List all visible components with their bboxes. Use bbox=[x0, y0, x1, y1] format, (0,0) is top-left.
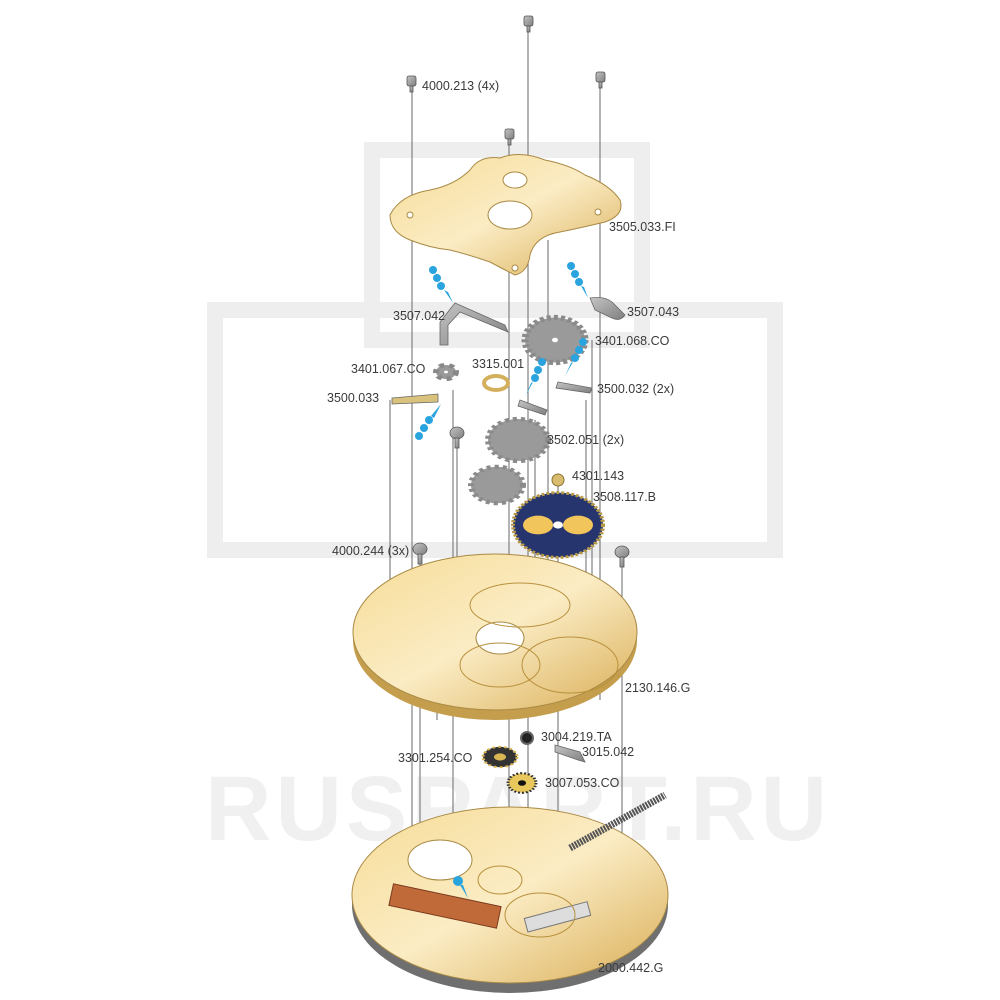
part-label: 3507.042 bbox=[393, 309, 445, 323]
part-label: 2000.442.G bbox=[598, 961, 663, 975]
coil bbox=[388, 883, 502, 929]
screw-icon bbox=[614, 545, 630, 568]
watermark-frame bbox=[207, 142, 783, 558]
lever-parts bbox=[391, 297, 626, 763]
gear-3502-051-b bbox=[468, 464, 526, 506]
main-plate bbox=[351, 791, 669, 993]
lever-3500-032b bbox=[517, 399, 548, 416]
wheel-3007-053 bbox=[506, 772, 538, 794]
oil-drop-icons bbox=[415, 262, 588, 898]
part-label: 3508.117.B bbox=[593, 490, 656, 504]
part-label: 4301.143 bbox=[572, 469, 624, 483]
part-labels: 4000.213 (4x) 3505.033.FI 3507.042 3507.… bbox=[327, 79, 690, 975]
moon-disc-3508-117 bbox=[511, 491, 605, 559]
screw-icon bbox=[523, 15, 534, 33]
part-label: 3500.032 (2x) bbox=[597, 382, 674, 396]
part-label: 4000.244 (3x) bbox=[332, 544, 409, 558]
lever-3507-042 bbox=[439, 302, 509, 346]
screw-icon bbox=[449, 426, 465, 449]
middle-plate bbox=[352, 553, 638, 720]
pinion-4301-143 bbox=[551, 473, 565, 487]
part-label: 3500.033 bbox=[327, 391, 379, 405]
lever-3500-033 bbox=[391, 393, 439, 405]
part-label: 3315.001 bbox=[472, 357, 524, 371]
winding-stem bbox=[568, 791, 667, 852]
lever-3015-042 bbox=[554, 744, 586, 763]
screw-icon bbox=[504, 128, 515, 146]
part-label: 3007.053.CO bbox=[545, 776, 620, 790]
part-label: 3502.051 (2x) bbox=[547, 433, 624, 447]
lever-3507-043 bbox=[589, 297, 626, 320]
wheel-3301-254 bbox=[481, 745, 519, 769]
part-label: 4000.213 (4x) bbox=[422, 79, 499, 93]
part-label: 3004.219.TA bbox=[541, 730, 612, 744]
part-label: 3505.033.FI bbox=[609, 220, 676, 234]
lever-3500-032 bbox=[555, 381, 593, 394]
gear-3401-067 bbox=[433, 362, 459, 382]
wheel-3004-219 bbox=[520, 731, 534, 745]
gear-icons bbox=[433, 314, 605, 794]
part-label: 3507.043 bbox=[627, 305, 679, 319]
part-label: 2130.146.G bbox=[625, 681, 690, 695]
bridge-plate bbox=[389, 154, 622, 276]
gear-3502-051-a bbox=[485, 416, 551, 464]
washer-3315-001 bbox=[482, 374, 510, 392]
part-label: 3401.068.CO bbox=[595, 334, 670, 348]
part-label: 3401.067.CO bbox=[351, 362, 426, 376]
screw-icon bbox=[406, 75, 417, 93]
part-label: 3301.254.CO bbox=[398, 751, 473, 765]
screw-icon bbox=[412, 542, 428, 565]
part-label: 3015.042 bbox=[582, 745, 634, 759]
screw-icon bbox=[595, 71, 606, 89]
screw-icons bbox=[406, 15, 630, 568]
